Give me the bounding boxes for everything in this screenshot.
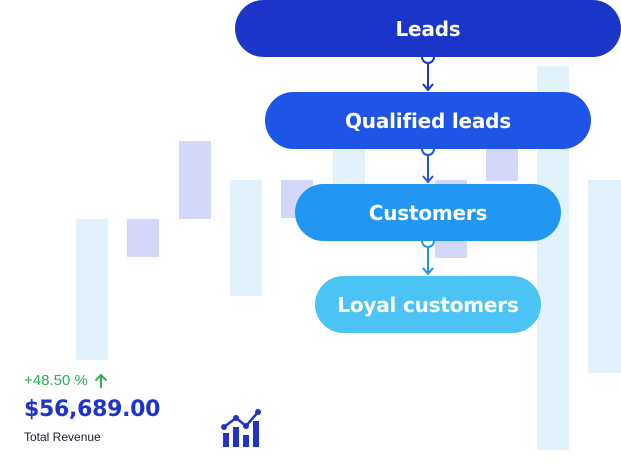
funnel-stage-label: Leads bbox=[395, 16, 461, 41]
background-bar bbox=[76, 219, 108, 360]
bar-chart-icon bbox=[221, 409, 261, 447]
funnel-stage-label: Loyal customers bbox=[337, 292, 519, 317]
funnel-stage-loyal-customers: Loyal customers bbox=[315, 276, 541, 333]
revenue-caption: Total Revenue bbox=[24, 430, 101, 444]
funnel-stage-qualified-leads: Qualified leads bbox=[265, 92, 591, 149]
funnel-stage-label: Customers bbox=[368, 200, 488, 225]
funnel-stage-label: Qualified leads bbox=[345, 108, 511, 133]
funnel-stage-customers: Customers bbox=[295, 184, 561, 241]
background-bar bbox=[230, 180, 262, 296]
background-bar bbox=[588, 180, 621, 373]
revenue-summary: +48.50 % $56,689.00 Total Revenue bbox=[24, 372, 160, 444]
growth-value: +48.50 % bbox=[24, 372, 88, 389]
funnel-stage-leads: Leads bbox=[235, 0, 621, 57]
arrow-up-icon bbox=[94, 373, 108, 388]
growth-indicator: +48.50 % bbox=[24, 372, 160, 389]
background-bar bbox=[127, 219, 159, 257]
revenue-amount: $56,689.00 bbox=[24, 397, 161, 422]
background-bar bbox=[179, 141, 211, 219]
